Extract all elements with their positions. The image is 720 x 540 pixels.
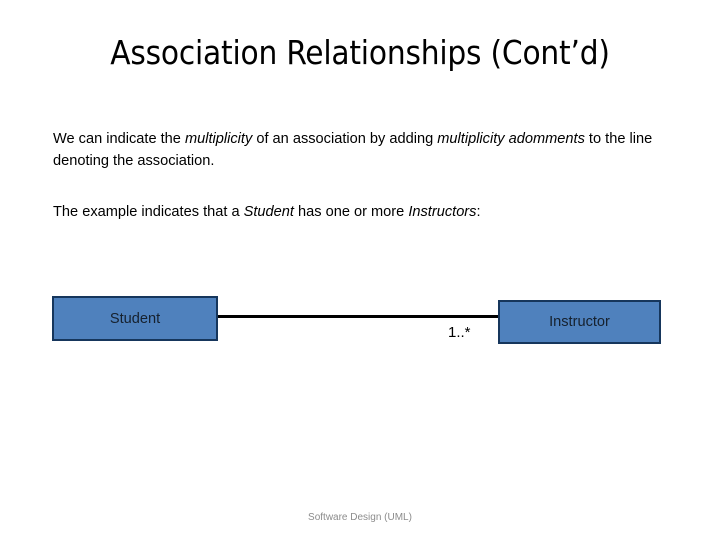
page-title: Association Relationships (Cont’d)	[110, 33, 610, 72]
multiplicity-adornment-label: 1..*	[448, 324, 471, 341]
paragraph-2-segment-3: has one or more	[293, 203, 409, 220]
body-paragraph-2: The example indicates that a Student has…	[53, 201, 685, 223]
paragraph-1-emphasis-adornments: multiplicity adomments	[437, 130, 585, 147]
uml-class-instructor[interactable]: Instructor	[498, 300, 661, 344]
paragraph-1-emphasis-multiplicity: multiplicity	[184, 130, 253, 147]
paragraph-2-segment-5: :	[476, 203, 481, 220]
body-paragraph-1: We can indicate the multiplicity of an a…	[53, 128, 685, 172]
uml-class-student[interactable]: Student	[52, 296, 218, 341]
paragraph-2-emphasis-instructors: Instructors	[408, 203, 477, 220]
paragraph-2-emphasis-student: Student	[243, 203, 294, 220]
slide-footer: Software Design (UML)	[308, 512, 412, 523]
paragraph-1-segment-1: We can indicate the	[53, 130, 185, 147]
paragraph-1-segment-5: to the line denoting the association.	[53, 130, 653, 169]
association-line	[217, 315, 499, 318]
paragraph-2-segment-1: The example indicates that a	[53, 203, 244, 220]
uml-class-student-label: Student	[109, 310, 161, 327]
paragraph-1-segment-3: of an association by adding	[252, 130, 438, 147]
uml-class-instructor-label: Instructor	[549, 314, 610, 330]
